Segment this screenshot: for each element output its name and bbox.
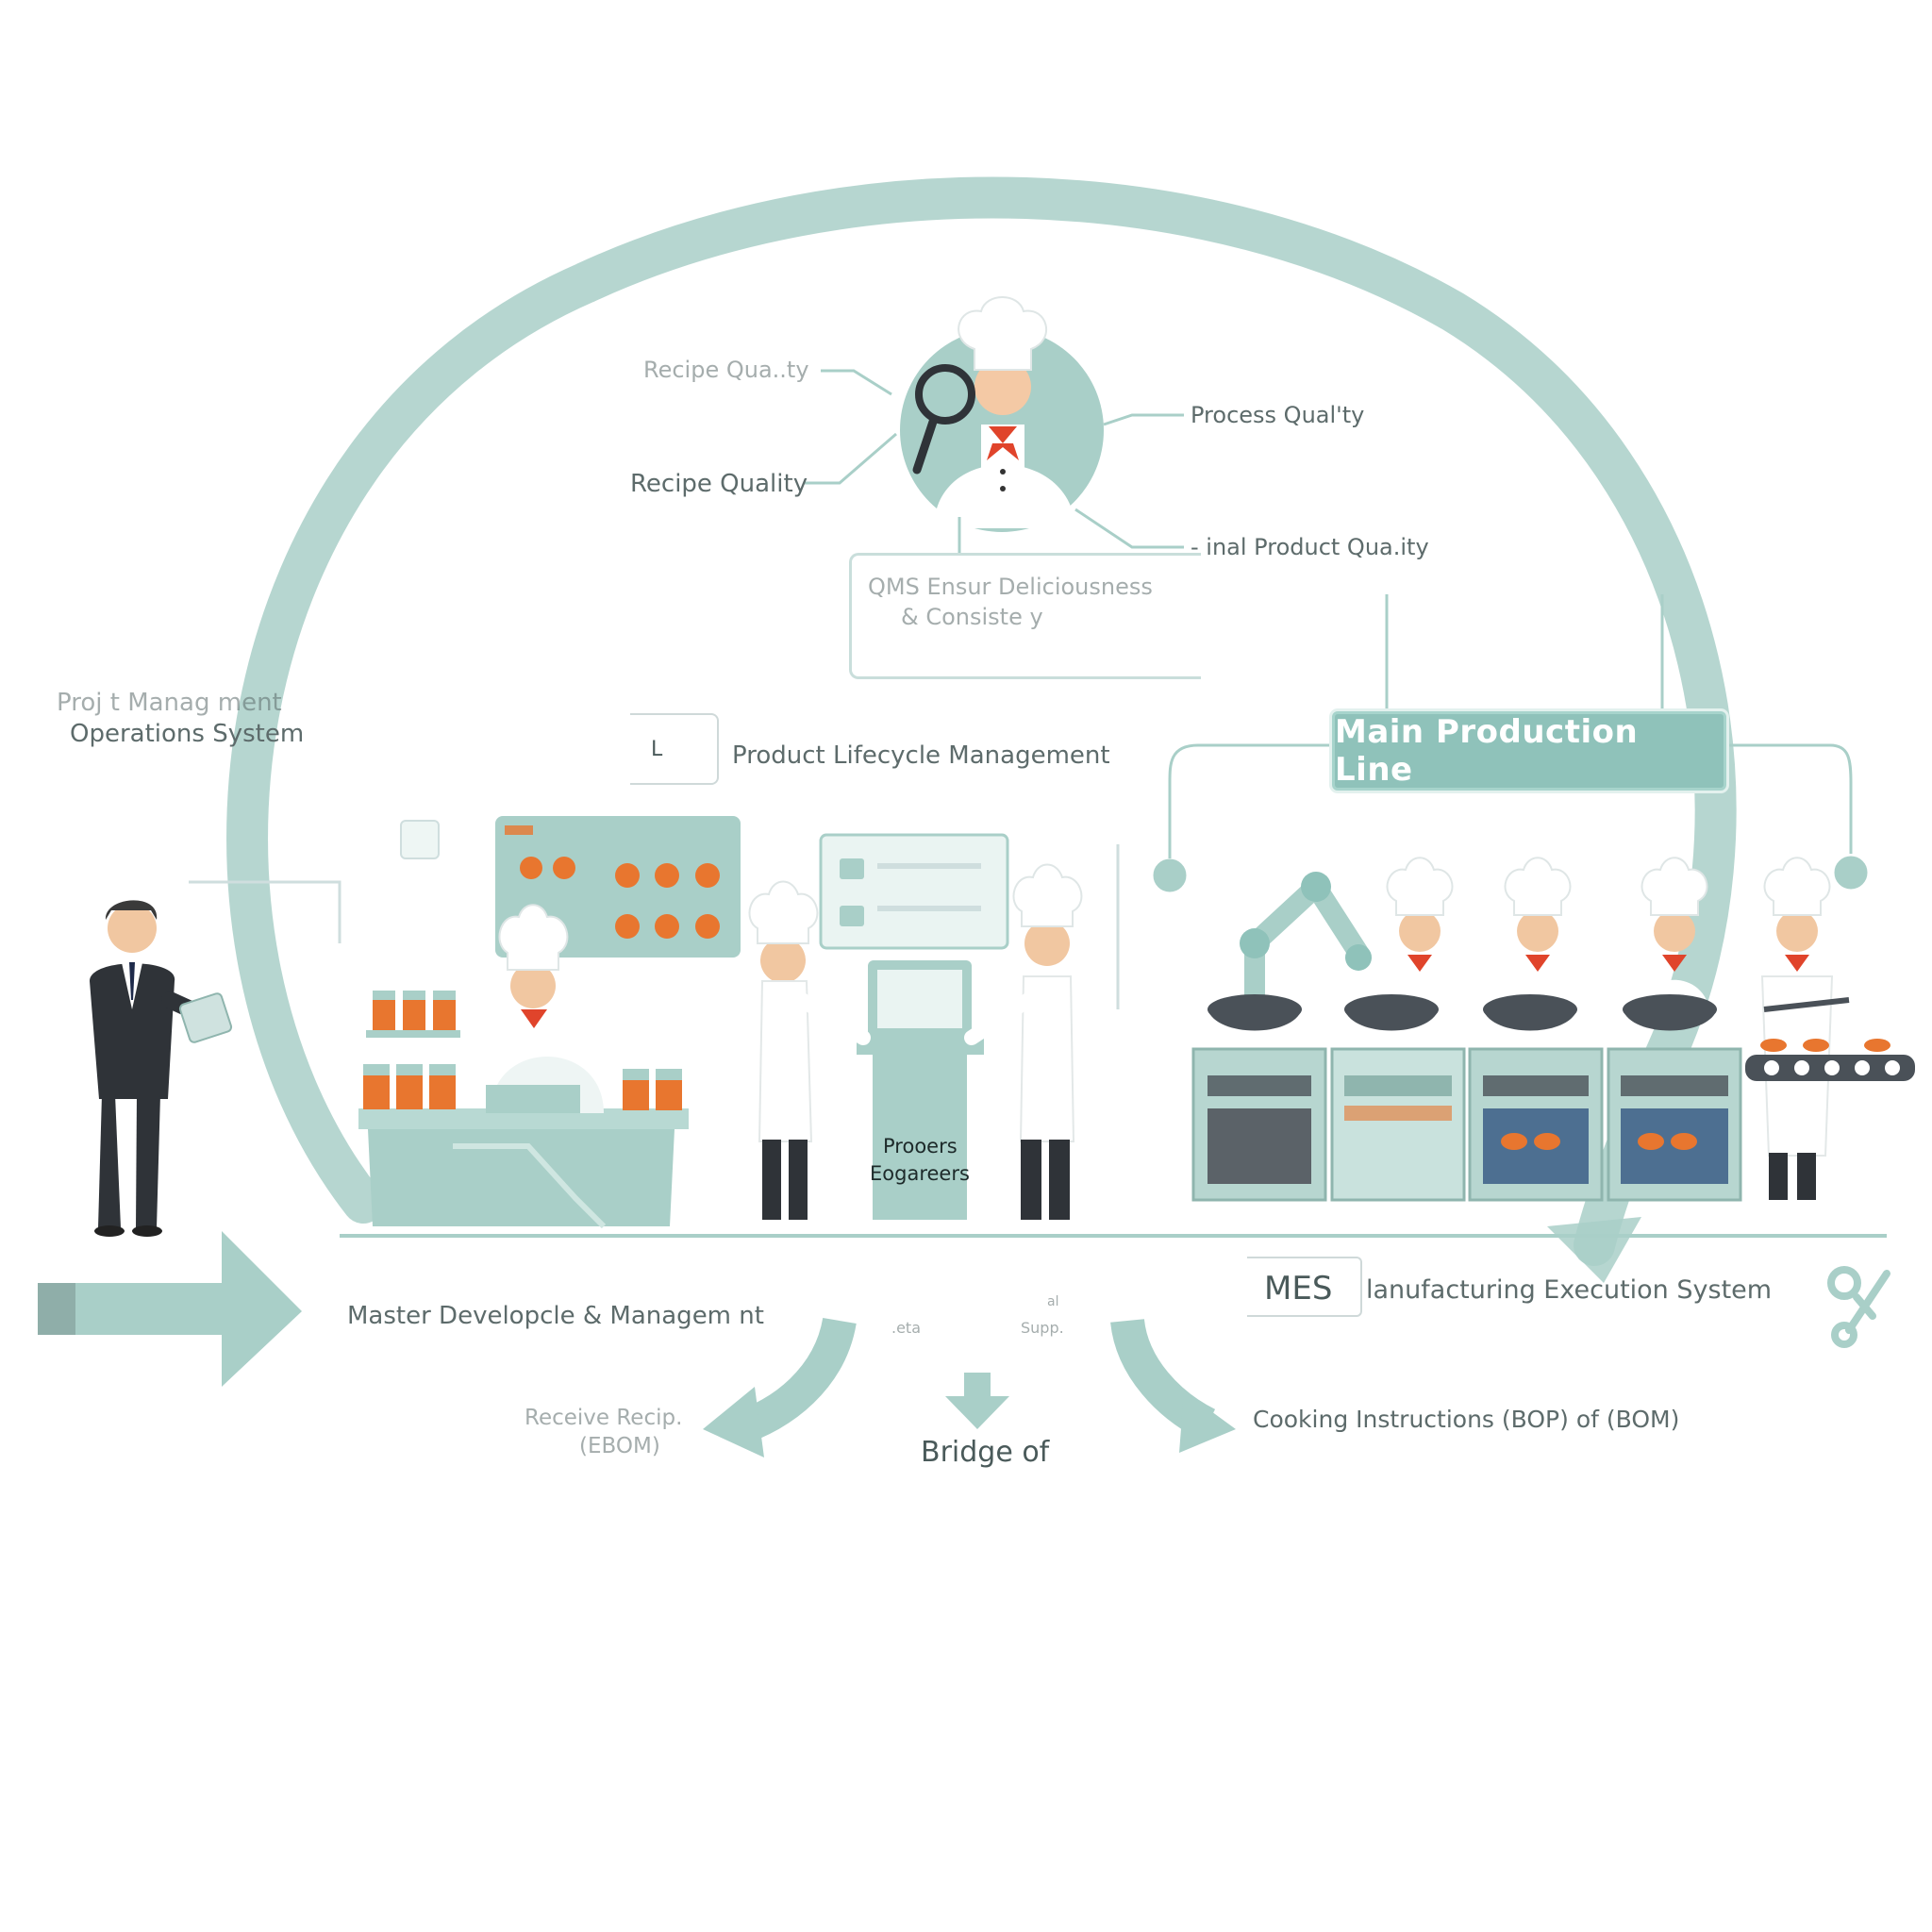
recipe-quality-label: Recipe Quality <box>630 470 808 498</box>
small-label-support: Supp. <box>1021 1319 1064 1337</box>
plm-box <box>630 713 719 785</box>
wrench-icon <box>1827 1266 1890 1348</box>
businessman-figure <box>90 900 233 1237</box>
process-engineers-station <box>748 833 1120 1220</box>
bottom-arrows <box>703 1317 1236 1457</box>
production-line-equipment <box>1191 857 1915 1202</box>
main-production-line-banner: Main Production Line <box>1332 711 1726 791</box>
small-label-data: .eta <box>891 1319 922 1337</box>
cooking-instructions-label: Cooking Instructions (BOP) of (BOM) <box>1253 1406 1680 1433</box>
mes-label: lanufacturing Execution System <box>1366 1275 1773 1305</box>
final-product-quality-label: - inal Product Qua.ity <box>1191 534 1429 560</box>
plm-label: Product Lifecycle Management <box>732 741 1110 770</box>
project-management-line-2: Operations System <box>70 720 305 748</box>
process-quality-label: Process Qual'ty <box>1191 402 1365 428</box>
mes-box <box>1247 1257 1362 1317</box>
plm-mark: L <box>651 738 663 761</box>
entry-arrow <box>38 1231 302 1387</box>
recipe-development-station <box>358 816 741 1229</box>
qms-box <box>849 553 1201 679</box>
qms-line-2: & Consiste y <box>901 604 1043 630</box>
qms-line-1: QMS Ensur Deliciousness <box>868 574 1153 600</box>
small-label-top: al <box>1047 1294 1059 1309</box>
mes-abbr: MES <box>1264 1270 1333 1307</box>
quality-chef-circle <box>900 296 1104 532</box>
project-management-line-1: Proj t Manag ment <box>57 689 282 717</box>
master-development-label: Master Developcle & Managem nt <box>347 1302 764 1330</box>
receive-recipe-line-1: Receive Recip. <box>525 1406 683 1430</box>
quality-connectors <box>804 369 1184 555</box>
receive-recipe-line-2: (EBOM) <box>579 1434 660 1458</box>
process-engineers-line-2: Eogareers <box>870 1162 970 1185</box>
recipe-quality-top-label: Recipe Qua..ty <box>643 357 809 383</box>
process-engineers-line-1: Prooers <box>883 1135 958 1158</box>
bridge-label: Bridge of <box>921 1436 1050 1469</box>
